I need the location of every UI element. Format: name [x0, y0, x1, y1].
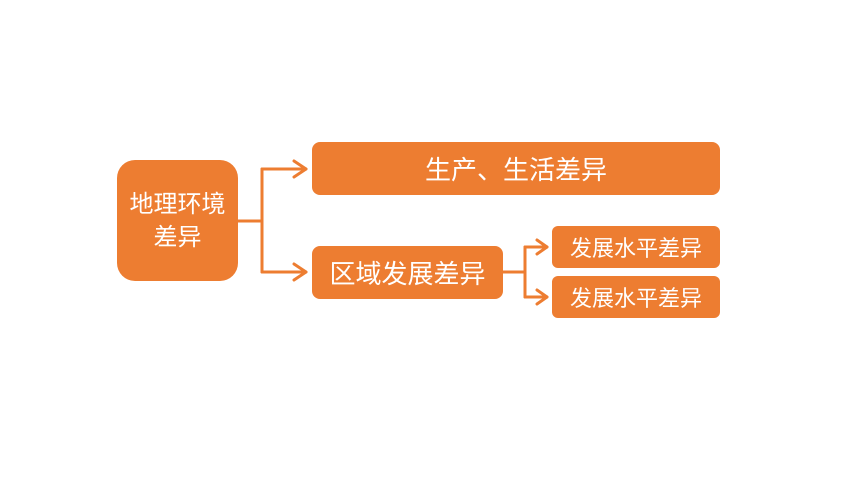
- branch-node-regional-development-label: 区域发展差异: [329, 260, 486, 290]
- arrow-head-leaf-1: [535, 238, 549, 256]
- leaf-node-development-level-2: 发展水平差异: [552, 276, 720, 318]
- arrow-head-mid-branch: [292, 262, 308, 282]
- arrow-head-top-branch: [292, 159, 308, 179]
- branch-node-production-life: 生产、生活差异: [312, 142, 720, 195]
- root-node-label: 地理环境差异: [129, 190, 226, 251]
- root-node: 地理环境差异: [117, 160, 238, 281]
- arrow-head-leaf-2: [535, 288, 549, 306]
- leaf-node-development-level-1: 发展水平差异: [552, 226, 720, 268]
- leaf-node-label: 发展水平差异: [569, 287, 702, 312]
- branch-node-regional-development: 区域发展差异: [312, 246, 503, 299]
- branch-node-production-life-label: 生产、生活差异: [424, 156, 607, 186]
- leaf-node-label: 发展水平差异: [569, 237, 702, 262]
